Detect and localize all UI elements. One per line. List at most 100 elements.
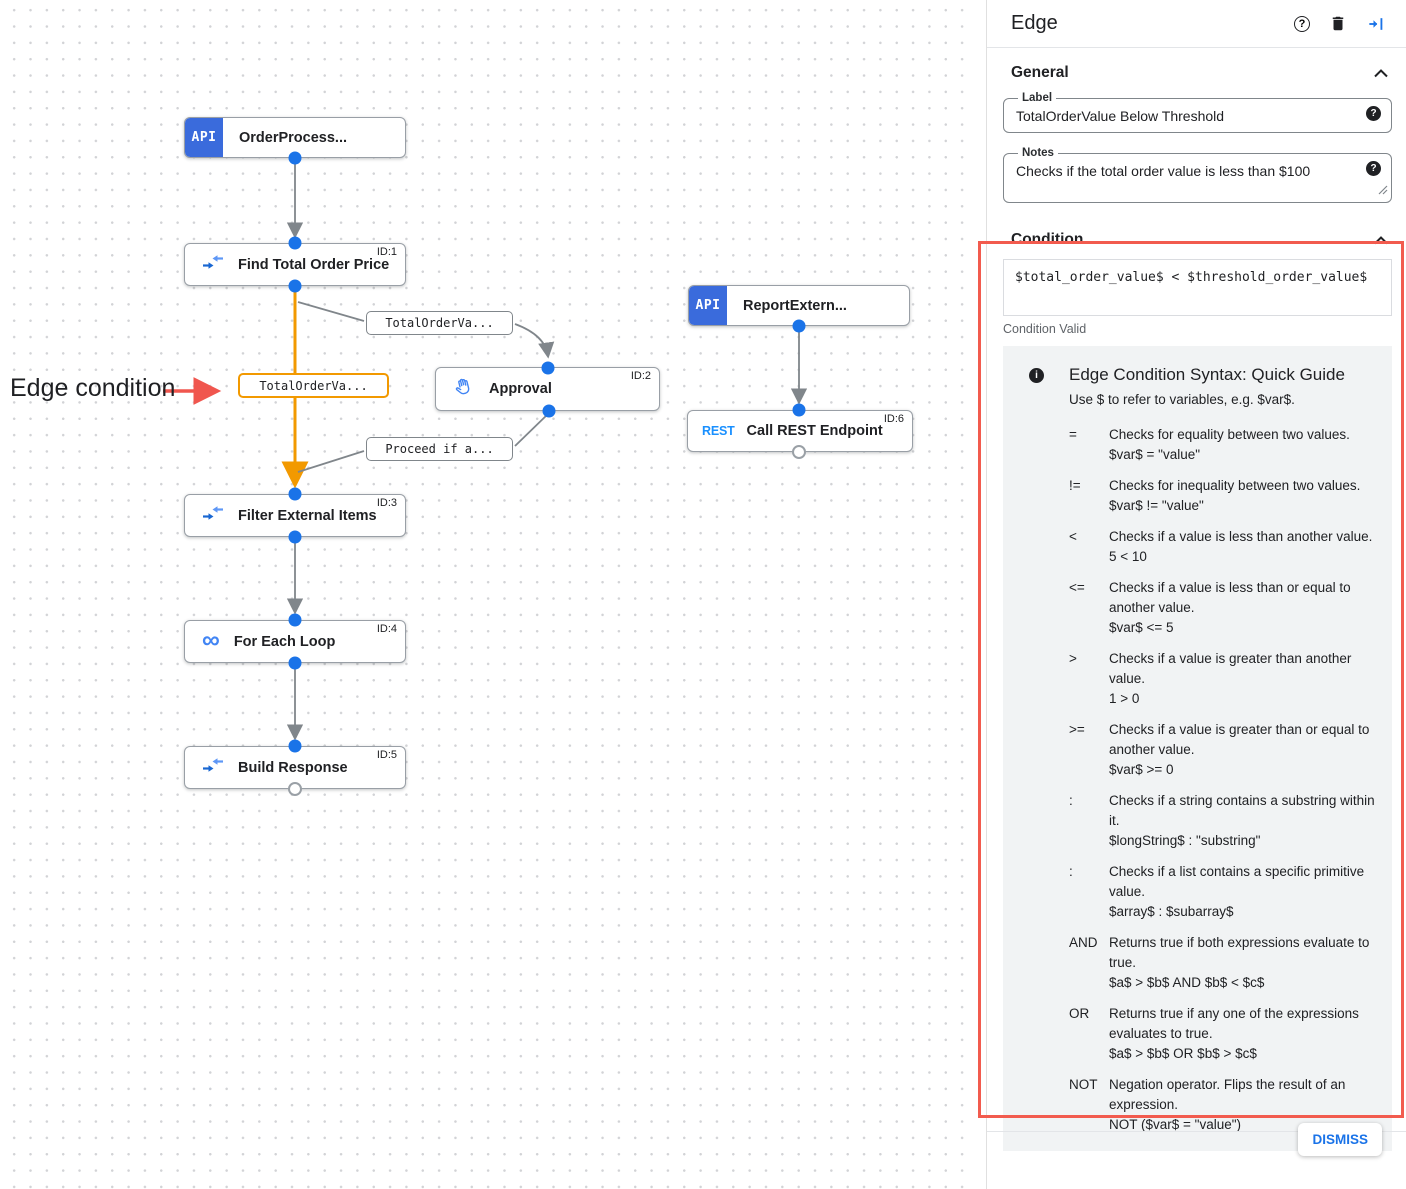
condition-expression-input[interactable]: $total_order_value$ < $threshold_order_v… — [1003, 259, 1392, 316]
rule-example: $array$ : $subarray$ — [1109, 904, 1234, 919]
guide-intro: Use $ to refer to variables, e.g. $var$. — [1069, 392, 1295, 407]
node-title: Build Response — [238, 759, 348, 776]
rule-example: $var$ = "value" — [1109, 447, 1201, 462]
node-id-badge: ID:2 — [630, 370, 651, 382]
rule-operator: OR — [1069, 1006, 1090, 1021]
node-find-total-order-price[interactable]: Find Total Order Price ID:1 — [184, 243, 406, 286]
notes-field-value[interactable]: Checks if the total order value is less … — [1016, 163, 1311, 179]
node-id-badge: ID:3 — [376, 497, 397, 509]
syntax-rule-less-than: < Checks if a value is less than another… — [1003, 527, 1384, 567]
api-trigger-icon: API — [185, 118, 223, 157]
rule-example: $var$ != "value" — [1109, 498, 1204, 513]
rule-operator: AND — [1069, 935, 1098, 950]
node-id-badge: ID:6 — [883, 413, 904, 425]
textarea-resize-handle[interactable] — [1378, 182, 1388, 200]
edge-config-panel: Edge ? General — [986, 0, 1406, 1189]
syntax-rule-substring: : Checks if a string contains a substrin… — [1003, 791, 1384, 851]
rule-description: Checks if a value is greater than or equ… — [1109, 722, 1370, 757]
trash-icon — [1332, 16, 1344, 31]
rule-description: Checks for equality between two values. — [1109, 427, 1350, 442]
help-button[interactable]: ? — [1294, 15, 1310, 32]
panel-header: Edge ? — [987, 0, 1406, 48]
syntax-rule-list-contains: : Checks if a list contains a specific p… — [1003, 862, 1384, 922]
approval-hand-icon — [453, 376, 474, 402]
api-trigger-icon: API — [689, 286, 727, 325]
edge-label-proceed-if[interactable]: Proceed if a... — [366, 437, 513, 461]
node-build-response[interactable]: Build Response ID:5 — [184, 746, 406, 789]
rule-operator: NOT — [1069, 1077, 1098, 1092]
rule-description: Returns true if any one of the expressio… — [1109, 1006, 1359, 1041]
data-mapping-icon — [202, 253, 224, 276]
rule-description: Checks if a string contains a substring … — [1109, 793, 1375, 828]
condition-heading: Condition — [1011, 231, 1084, 248]
field-help-icon[interactable]: ? — [1366, 161, 1381, 176]
rule-description: Checks if a value is less than or equal … — [1109, 580, 1351, 615]
node-filter-external-items[interactable]: Filter External Items ID:3 — [184, 494, 406, 537]
node-id-badge: ID:4 — [376, 623, 397, 635]
edge-condition-annotation: Edge condition — [10, 374, 176, 402]
notes-field[interactable]: Notes Checks if the total order value is… — [1003, 147, 1392, 203]
data-mapping-icon — [202, 756, 224, 779]
collapse-panel-button[interactable] — [1366, 14, 1386, 34]
notes-field-label: Notes — [1022, 147, 1054, 159]
help-icon: ? — [1294, 15, 1310, 32]
syntax-rule-greater-equal: >= Checks if a value is greater than or … — [1003, 720, 1384, 780]
node-title: Find Total Order Price — [238, 256, 390, 273]
dismiss-button[interactable]: DISMISS — [1298, 1123, 1382, 1156]
syntax-rule-not: NOT Negation operator. Flips the result … — [1003, 1075, 1384, 1135]
general-heading: General — [1011, 64, 1069, 81]
node-for-each-loop[interactable]: ∞ For Each Loop ID:4 — [184, 620, 406, 663]
node-title: Call REST Endpoint — [746, 423, 883, 439]
footer-divider — [987, 1131, 1406, 1132]
syntax-quick-guide: i Edge Condition Syntax: Quick Guide Use… — [1003, 346, 1392, 1151]
condition-valid-status: Condition Valid — [1003, 322, 1087, 336]
syntax-rule-or: OR Returns true if any one of the expres… — [1003, 1004, 1384, 1064]
rule-example: $a$ > $b$ AND $b$ < $c$ — [1109, 975, 1265, 990]
rule-operator: < — [1069, 529, 1077, 544]
chevron-up-icon — [1374, 68, 1388, 77]
edge-label-totalorderva-selected[interactable]: TotalOrderVa... — [238, 373, 389, 398]
node-title: ReportExtern... — [743, 297, 847, 314]
rule-description: Checks if a list contains a specific pri… — [1109, 864, 1365, 899]
rule-description: Negation operator. Flips the result of a… — [1109, 1077, 1346, 1112]
guide-title: Edge Condition Syntax: Quick Guide — [1069, 365, 1345, 384]
label-field-value[interactable]: TotalOrderValue Below Threshold — [1016, 108, 1225, 124]
label-field[interactable]: Label TotalOrderValue Below Threshold ? — [1003, 92, 1392, 133]
rule-example: $var$ >= 0 — [1109, 762, 1174, 777]
syntax-rule-greater-than: > Checks if a value is greater than anot… — [1003, 649, 1384, 709]
label-field-label: Label — [1022, 92, 1053, 104]
chevron-up-icon — [1374, 235, 1388, 244]
syntax-rule-not-equals: != Checks for inequality between two val… — [1003, 476, 1384, 516]
rule-description: Returns true if both expressions evaluat… — [1109, 935, 1370, 970]
rule-example: 1 > 0 — [1109, 691, 1140, 706]
workflow-canvas[interactable]: API OrderProcess... Find Total Order Pri… — [0, 0, 986, 1189]
field-help-icon[interactable]: ? — [1366, 106, 1381, 121]
node-reportextern-trigger[interactable]: API ReportExtern... — [688, 285, 910, 326]
collapse-panel-icon — [1369, 17, 1383, 30]
condition-section-header[interactable]: Condition — [1011, 231, 1388, 249]
rule-operator: : — [1069, 864, 1073, 879]
node-title: Approval — [489, 381, 552, 397]
node-call-rest-endpoint[interactable]: REST Call REST Endpoint ID:6 — [687, 410, 913, 452]
rule-operator: = — [1069, 427, 1077, 442]
data-mapping-icon — [202, 504, 224, 527]
rule-operator: <= — [1069, 580, 1085, 595]
rule-operator: != — [1069, 478, 1081, 493]
rest-icon: REST — [702, 424, 735, 438]
node-title: For Each Loop — [233, 633, 336, 650]
node-id-badge: ID:1 — [376, 246, 397, 258]
for-each-loop-icon: ∞ — [202, 625, 220, 654]
node-approval[interactable]: Approval ID:2 — [435, 367, 660, 411]
node-orderprocess-trigger[interactable]: API OrderProcess... — [184, 117, 406, 158]
general-section-header[interactable]: General — [1011, 64, 1388, 82]
rule-example: $a$ > $b$ OR $b$ > $c$ — [1109, 1046, 1257, 1061]
edge-label-totalorderva[interactable]: TotalOrderVa... — [366, 311, 513, 335]
delete-edge-button[interactable] — [1329, 14, 1347, 33]
syntax-rule-less-equal: <= Checks if a value is less than or equ… — [1003, 578, 1384, 638]
syntax-rule-equals: = Checks for equality between two values… — [1003, 425, 1384, 465]
rule-example: 5 < 10 — [1109, 549, 1147, 564]
rule-operator: : — [1069, 793, 1073, 808]
canvas-dot-grid — [0, 0, 976, 1189]
rule-description: Checks if a value is less than another v… — [1109, 529, 1373, 544]
